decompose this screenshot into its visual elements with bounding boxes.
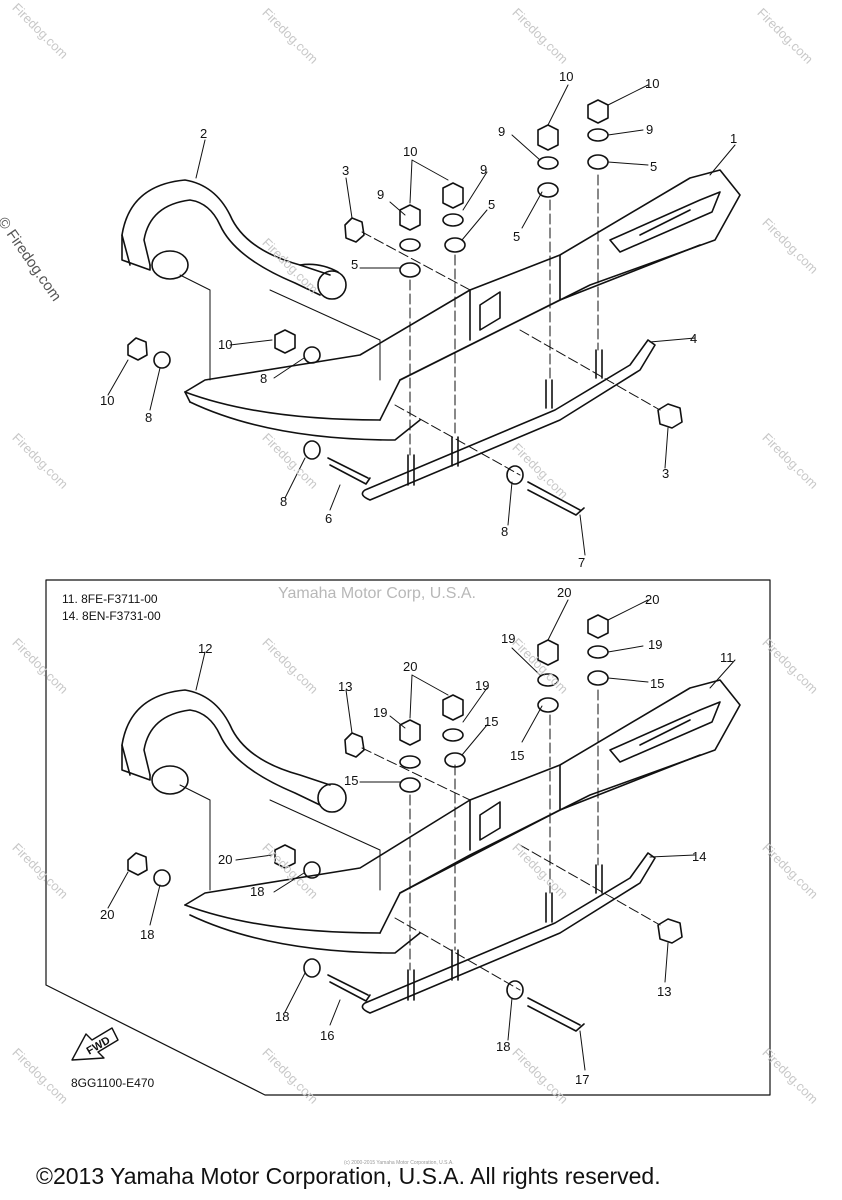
callout: 8: [260, 371, 268, 386]
callout: 5: [488, 197, 496, 212]
callout: 9: [480, 162, 488, 177]
callout: 13: [338, 679, 353, 694]
callout: 15: [510, 748, 525, 763]
copyright-notice: ©2013 Yamaha Motor Corporation, U.S.A. A…: [36, 1163, 661, 1189]
callout: 18: [496, 1039, 511, 1054]
callout: 19: [373, 705, 388, 720]
callout: 9: [498, 124, 506, 139]
callout: 9: [646, 122, 654, 137]
callout: 8: [145, 410, 153, 425]
callout: 17: [575, 1072, 590, 1087]
callout: 2: [200, 126, 208, 141]
callout: 18: [275, 1009, 290, 1024]
callout: 10: [559, 69, 574, 84]
callout: 3: [342, 163, 350, 178]
callout: 20: [218, 852, 233, 867]
callout: 15: [344, 773, 359, 788]
callout: 9: [377, 187, 385, 202]
callout: 8: [501, 524, 509, 539]
callout: 19: [648, 637, 663, 652]
callout: 18: [250, 884, 265, 899]
callout: 13: [657, 984, 672, 999]
callout: 20: [403, 659, 418, 674]
callout: 6: [325, 511, 333, 526]
part-note: 14. 8EN-F3731-00: [62, 609, 161, 623]
callout: 19: [475, 678, 490, 693]
callout: 5: [650, 159, 658, 174]
callout: 10: [403, 144, 418, 159]
callout: 18: [140, 927, 155, 942]
callout: 5: [351, 257, 359, 272]
callout: 20: [557, 585, 572, 600]
callout: 12: [198, 641, 213, 656]
callout: 1: [730, 131, 738, 146]
callout: 4: [690, 331, 698, 346]
callout: 10: [645, 76, 660, 91]
callout: 3: [662, 466, 670, 481]
callout: 16: [320, 1028, 335, 1043]
callout: 15: [650, 676, 665, 691]
callout: 11: [720, 650, 734, 665]
callout: 19: [501, 631, 516, 646]
callout: 10: [100, 393, 115, 408]
callout: 14: [692, 849, 707, 864]
callout: 7: [578, 555, 586, 570]
tiny-credit: (c) 2000-2015 Yamaha Motor Corporation, …: [344, 1160, 454, 1166]
callout: 20: [100, 907, 115, 922]
variant-box: [45, 579, 771, 1096]
yamaha-overlay-text: Yamaha Motor Corp, U.S.A.: [278, 585, 476, 602]
callout: 10: [218, 337, 233, 352]
callout: 5: [513, 229, 521, 244]
part-note: 11. 8FE-F3711-00: [62, 592, 158, 606]
bottom-assembly: [71, 599, 741, 1071]
callout: 20: [645, 592, 660, 607]
top-assembly: [107, 84, 741, 556]
callout: 15: [484, 714, 499, 729]
diagram-code: 8GG1100-E470: [71, 1076, 155, 1090]
callout: 8: [280, 494, 288, 509]
